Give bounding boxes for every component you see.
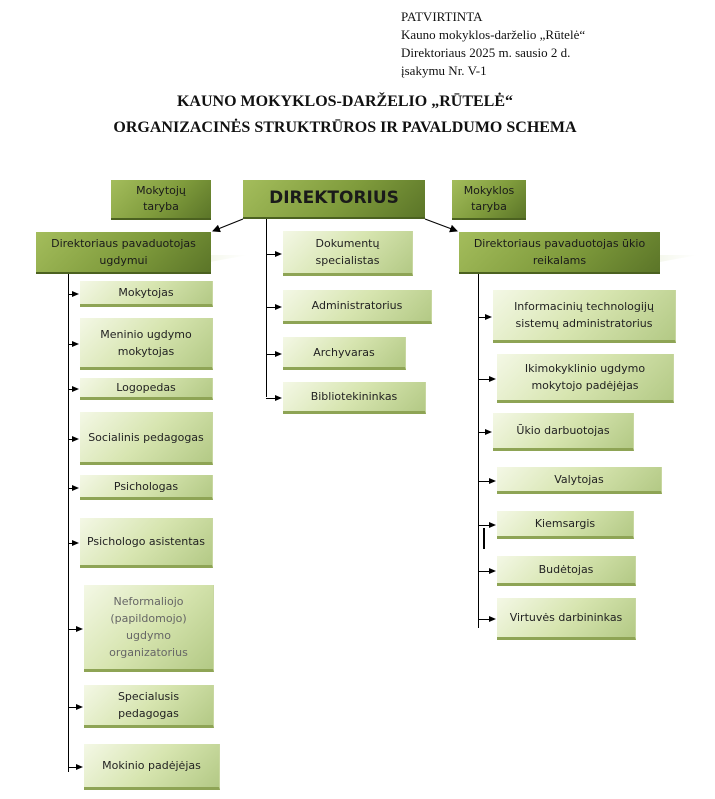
education-staff-box: Meninio ugdymo mokytojas <box>80 318 213 370</box>
school-council-box: Mokyklos taryba <box>452 180 526 220</box>
director-staff-box: Bibliotekininkas <box>283 382 426 414</box>
economic-staff-box: Budėtojas <box>497 556 636 586</box>
connector-arrow <box>478 429 492 435</box>
approval-line: Direktoriaus 2025 m. sausio 2 d. <box>401 45 571 60</box>
arrow-to-deputy-education <box>212 218 244 233</box>
connector-arrow <box>68 484 79 491</box>
economic-staff-box: Ikimokyklinio ugdymo mokytojo padėjėjas <box>497 354 674 403</box>
director-staff-box: Dokumentų specialistas <box>283 231 413 276</box>
connector-arrow <box>68 386 79 392</box>
education-staff-box: Neformaliojo (papildomojo) ugdymo organi… <box>84 585 214 672</box>
economic-staff-box: Virtuvės darbininkas <box>497 598 636 640</box>
connector-arrow <box>478 375 496 382</box>
education-staff-box: Mokinio padėjėjas <box>84 744 220 790</box>
education-staff-box: Specialusis pedagogas <box>84 685 214 728</box>
deputy-economic-box: Direktoriaus pavaduotojas ūkio reikalams <box>459 232 660 274</box>
director-staff-box: Administratorius <box>283 290 432 324</box>
director-staff-box: Archyvaras <box>283 337 406 370</box>
economic-staff-box: Valytojas <box>497 467 662 494</box>
page-title-line-2: ORGANIZACINĖS STRUKTRŪROS IR PAVALDUMO S… <box>113 119 577 136</box>
approval-line: PATVIRTINTA <box>401 9 483 24</box>
connector-arrow <box>478 522 496 528</box>
deputy-education-box: Direktoriaus pavaduotojas ugdymui <box>36 232 211 274</box>
connector-arrow <box>68 540 79 546</box>
teachers-council-box: Mokytojų taryba <box>111 180 211 220</box>
director-box: DIREKTORIUS <box>243 180 425 219</box>
connector-arrow <box>68 625 83 632</box>
page-title-line-1: KAUNO MOKYKLOS-DARŽELIO „RŪTELĖ“ <box>176 93 514 110</box>
education-staff-box: Psichologas <box>80 475 213 500</box>
economic-staff-box: Ūkio darbuotojas <box>493 413 634 451</box>
education-staff-box: Socialinis pedagogas <box>80 412 213 465</box>
economic-staff-box: Informacinių technologijų sistemų admini… <box>493 290 676 343</box>
arrow-to-deputy-economic <box>424 218 458 233</box>
connector-arrow <box>266 350 282 357</box>
connector-arrow <box>266 304 282 310</box>
director-trunk-line <box>266 219 267 397</box>
connector-arrow <box>68 341 79 347</box>
economic-staff-box: Kiemsargis <box>497 511 634 539</box>
connector-arrow <box>266 395 282 401</box>
education-staff-box: Mokytojas <box>80 281 213 307</box>
economic-trunk-line <box>478 274 479 628</box>
connector-arrow <box>68 703 83 710</box>
education-staff-box: Logopedas <box>80 378 213 400</box>
connector-arrow <box>478 568 496 574</box>
approval-line: Kauno mokyklos-darželio „Rūtelė“ <box>401 27 586 42</box>
connector-arrow <box>68 764 83 770</box>
approval-stamp: PATVIRTINTA Kauno mokyklos-darželio „Rūt… <box>401 8 585 80</box>
connector-arrow <box>68 291 79 297</box>
connector-arrow <box>478 477 496 484</box>
education-trunk-line <box>68 274 69 772</box>
connector-arrow <box>478 313 492 320</box>
education-staff-box: Psichologo asistentas <box>80 518 213 568</box>
connector-arrow <box>266 250 282 257</box>
connector-arrow <box>478 616 496 622</box>
connector-arrow <box>68 435 79 442</box>
approval-line: įsakymu Nr. V-1 <box>401 63 487 78</box>
